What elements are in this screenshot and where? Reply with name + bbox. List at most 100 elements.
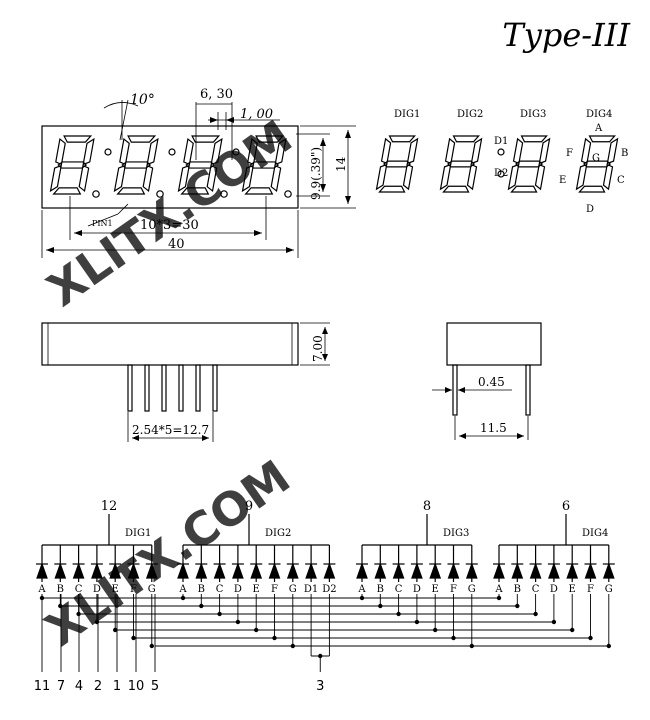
digit-label: DIG1 [125, 528, 151, 539]
segment-label: C [532, 584, 540, 595]
led-diode [213, 562, 226, 579]
d1-dot [497, 148, 505, 156]
dim-1-00: 1, 00 [240, 107, 273, 122]
seg-e: E [559, 175, 566, 186]
bottom-pin-label: 11 [34, 679, 51, 694]
dp-pin-label: 3 [316, 679, 324, 694]
junction-dot [515, 603, 520, 609]
junction-dot [433, 627, 438, 633]
end-pin-right [525, 364, 531, 416]
d2-dot [497, 170, 505, 178]
led-diode [54, 562, 67, 579]
common-pin-label: 6 [562, 499, 570, 514]
seg-b: B [621, 148, 628, 159]
segment-label: B [198, 584, 205, 595]
segment-label: B [377, 584, 384, 595]
decimal-point [156, 190, 164, 198]
led-diode [447, 562, 460, 579]
led-diode [511, 562, 524, 579]
bottom-pin-label: 1 [113, 679, 121, 694]
segment-label: G [148, 584, 156, 595]
segment-label: A [357, 584, 366, 595]
segment-label: F [450, 584, 457, 595]
segment-label: F [271, 584, 278, 595]
pitch-label: 10*3=30 [140, 218, 199, 233]
seg-dig1: DIG1 [394, 109, 420, 120]
segment-label: D [234, 584, 242, 595]
front-view-labels: 10° 6, 30 1, 00 PIN1 10*3=30 40 9.9(.39"… [92, 87, 348, 252]
segment-label: G [468, 584, 476, 595]
junction-dot [318, 653, 323, 659]
led-diode [268, 562, 281, 579]
seg-digit-4 [575, 135, 619, 193]
junction-dot [606, 643, 611, 649]
segment-label: A [37, 584, 46, 595]
decimal-point [92, 190, 100, 198]
segment-label: E [112, 584, 119, 595]
front-body-outline [41, 125, 299, 209]
junction-dot [235, 619, 241, 625]
junction-dot [113, 627, 118, 633]
segment-label: A [494, 584, 503, 595]
led-diode [323, 562, 336, 579]
front-digit-3 [177, 135, 223, 195]
junction-dot [570, 627, 575, 633]
junction-dot [469, 643, 474, 649]
led-diode [411, 562, 423, 579]
seg-digit-1 [375, 135, 419, 193]
common-pin-label: 8 [423, 499, 431, 514]
watermark-bottom: XLITX.COM [35, 449, 299, 657]
digit-label: DIG4 [582, 528, 608, 539]
seg-digit-2 [439, 135, 483, 193]
side-pin [195, 364, 201, 412]
junction-dot [359, 595, 365, 601]
segment-label: E [253, 584, 260, 595]
seg-d2: D2 [494, 168, 508, 179]
side-view-labels: 7.00 2.54*5=12.7 [132, 335, 325, 437]
dim-9-9: 9.9(.39") [309, 147, 323, 200]
seg-d1: D1 [494, 136, 508, 147]
side-body [41, 322, 299, 366]
height-label: 7.00 [311, 335, 325, 362]
led-diode [286, 562, 299, 579]
side-pin [144, 364, 150, 412]
seg-f: F [566, 148, 573, 159]
segment-label: D [550, 584, 558, 595]
front-digits [49, 135, 292, 198]
junction-dot [290, 643, 295, 649]
segment-label: D [93, 584, 101, 595]
segment-label: A [178, 584, 187, 595]
decimal-point [284, 190, 292, 198]
led-diode [602, 562, 615, 579]
junction-dot [217, 611, 222, 617]
led-diode [250, 562, 263, 579]
led-diode [493, 562, 505, 579]
segment-label: C [395, 584, 403, 595]
junction-dot [551, 619, 557, 625]
led-diode [529, 562, 542, 579]
seg-a: A [594, 123, 603, 134]
colon-dot [232, 148, 240, 156]
segment-label: E [432, 584, 439, 595]
end-view [432, 322, 542, 440]
width-label: 40 [168, 237, 185, 252]
front-digit-4 [241, 135, 287, 195]
angle-label: 10° [130, 92, 155, 108]
segment-view: DIG1 DIG2 DIG3 DIG4 D1 D2 A B C D E F G [375, 109, 628, 215]
led-diode [232, 562, 244, 579]
dim-6-30: 6, 30 [200, 87, 233, 102]
led-diode [392, 562, 405, 579]
junction-dot [496, 595, 502, 601]
junction-dot [180, 595, 186, 601]
led-diode [584, 562, 597, 579]
end-view-labels: 0.45 11.5 [478, 375, 507, 435]
junction-dot [451, 635, 456, 641]
seg-g: G [592, 153, 600, 164]
colon-dot [104, 148, 112, 156]
seg-dig2: DIG2 [457, 109, 483, 120]
segment-label: G [289, 584, 297, 595]
led-diode [72, 562, 85, 579]
led-diode [374, 562, 387, 579]
segment-digits [375, 135, 619, 193]
